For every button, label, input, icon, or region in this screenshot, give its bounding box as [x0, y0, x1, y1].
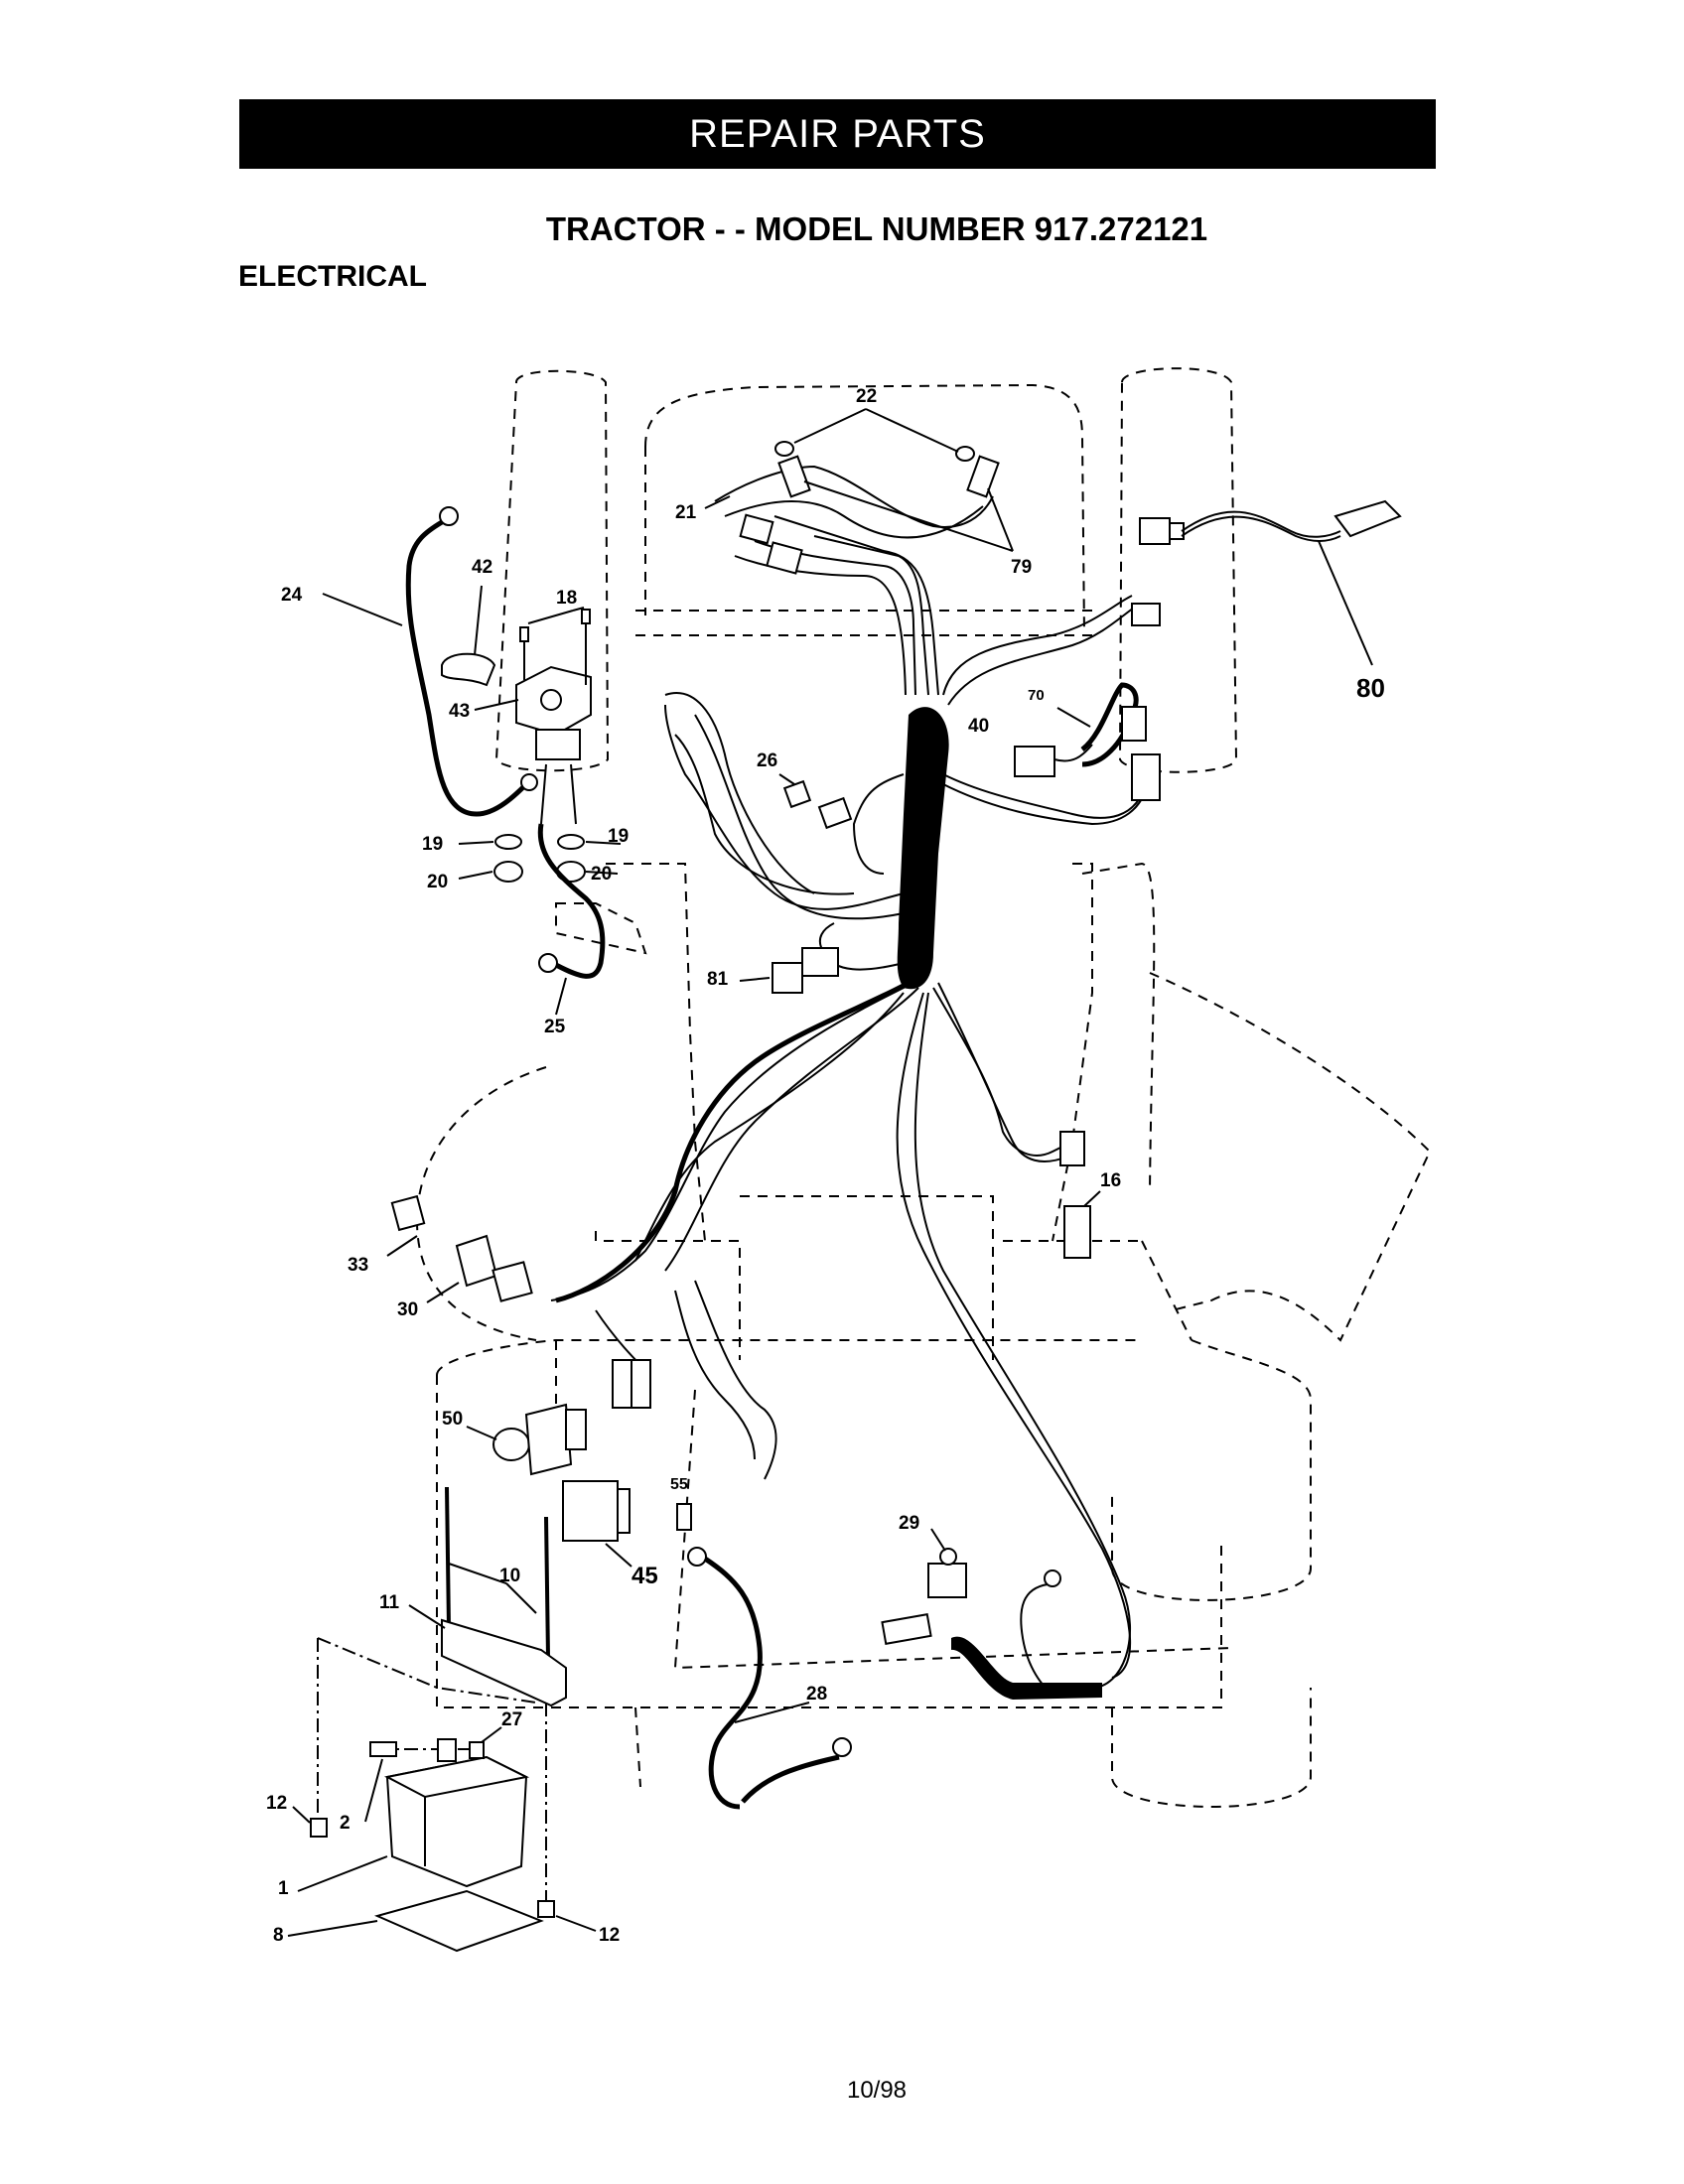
page-title: TRACTOR - - MODEL NUMBER 917.272121	[545, 210, 1208, 247]
part-80-cord	[1131, 499, 1402, 666]
callout-27: 27	[501, 1709, 522, 1730]
callout-81: 81	[707, 969, 729, 990]
callout-26: 26	[757, 751, 777, 771]
assembly-lines	[317, 1637, 547, 1916]
headlight-harness	[704, 408, 1014, 696]
callout-30: 30	[397, 1299, 418, 1320]
part-24-battery-cable	[322, 506, 538, 817]
callout-8: 8	[273, 1925, 284, 1946]
callout-80: 80	[1356, 673, 1385, 703]
callout-70: 70	[1028, 687, 1045, 704]
callout-50: 50	[442, 1409, 463, 1430]
callout-55: 55	[670, 1476, 688, 1493]
callout-22: 22	[856, 386, 877, 407]
callout-11: 11	[379, 1592, 400, 1613]
harness-connector-block	[612, 1359, 651, 1409]
part-43-solenoid	[441, 585, 592, 825]
callout-24: 24	[281, 585, 303, 606]
callout-21: 21	[675, 502, 697, 523]
part-45-meter	[562, 1480, 632, 1568]
part-30-ignition	[386, 1194, 533, 1303]
part-28-cable	[676, 1503, 852, 1810]
callout-16: 16	[1100, 1170, 1121, 1191]
callout-2: 2	[340, 1813, 351, 1834]
callout-40: 40	[968, 716, 989, 737]
callout-33: 33	[348, 1255, 368, 1276]
callout-12-top: 12	[266, 1793, 287, 1814]
misc-connectors	[739, 773, 1101, 1259]
callout-25: 25	[544, 1017, 566, 1037]
callout-19-left: 19	[422, 834, 443, 855]
header-banner: REPAIR PARTS	[239, 99, 1436, 169]
part-70-connector	[1014, 682, 1161, 801]
main-wiring-harness	[550, 515, 1148, 1689]
callout-19-right: 19	[608, 826, 629, 847]
callout-29: 29	[899, 1513, 919, 1534]
callout-79: 79	[1011, 557, 1032, 578]
part-50-switch	[466, 1403, 587, 1476]
callout-42: 42	[472, 557, 492, 578]
callout-45: 45	[632, 1563, 658, 1589]
callout-10: 10	[499, 1566, 520, 1586]
part-10-11-holddown	[408, 1486, 567, 1707]
callout-labels: 22 21 79 80 24 42 18 43 70 40 26 19 19 2…	[266, 386, 1385, 1946]
banner-title: REPAIR PARTS	[689, 111, 986, 156]
part-25-cable	[537, 823, 606, 1016]
part-29-seat-switch	[881, 1528, 1102, 1700]
callout-1: 1	[278, 1878, 289, 1899]
callout-12-bottom: 12	[599, 1925, 620, 1946]
callout-20-left: 20	[427, 872, 448, 892]
footer-date: 10/98	[846, 2077, 908, 2104]
part-1-battery	[287, 1726, 597, 1953]
tractor-outline	[415, 367, 1432, 1808]
callout-18: 18	[556, 588, 577, 609]
callout-28: 28	[806, 1684, 827, 1705]
callout-20-right: 20	[591, 864, 612, 885]
section-heading: ELECTRICAL	[238, 260, 427, 293]
callout-43: 43	[449, 701, 470, 722]
